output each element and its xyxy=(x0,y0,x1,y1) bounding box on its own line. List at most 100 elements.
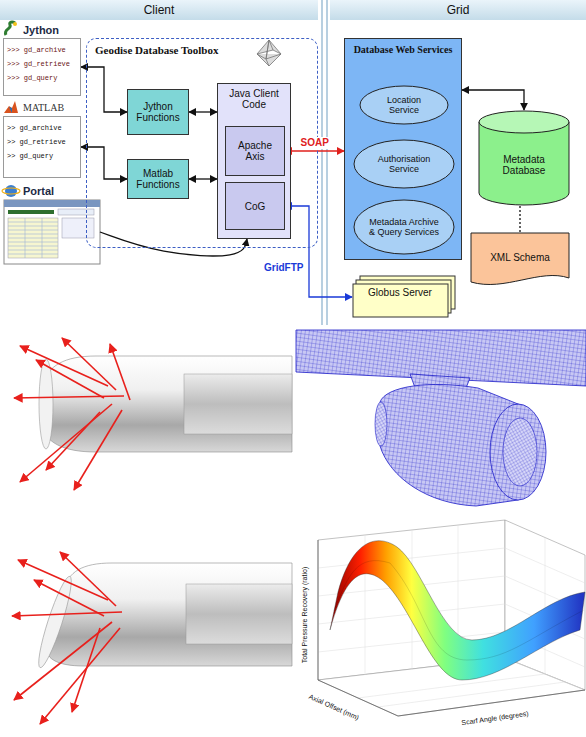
command-line: >>> gd_archive xyxy=(7,43,77,57)
function-box: Matlab Functions xyxy=(127,159,189,199)
cylinder-top xyxy=(479,111,569,133)
pressure-surface xyxy=(330,541,585,680)
inlet-mesh xyxy=(490,404,546,500)
matlab-icon xyxy=(9,107,12,113)
box-label: Apache Axis xyxy=(228,140,282,162)
axis-label: Total Pressure Recovery (ratio) xyxy=(300,567,309,663)
nacelle xyxy=(41,356,292,452)
surface-mesh xyxy=(334,561,582,660)
command-line: >> gd_retrieve xyxy=(7,135,77,149)
connector xyxy=(81,67,127,112)
noise-ray xyxy=(62,338,116,390)
screenshot-title xyxy=(8,210,54,214)
command-line: >> gd_archive xyxy=(7,121,77,135)
toolbox-icon xyxy=(257,40,281,66)
box-label: Java Client Code xyxy=(221,88,287,110)
noise-ray xyxy=(40,628,120,724)
panel-heading: MATLAB xyxy=(4,101,64,115)
header-band: Grid xyxy=(330,0,586,20)
noise-ray xyxy=(14,396,124,398)
box-label: Globus Server xyxy=(368,287,432,298)
noise-ray xyxy=(46,412,100,470)
screenshot-table xyxy=(8,218,58,258)
database-cylinder: Metadata Database xyxy=(478,110,570,206)
library-box: Apache Axis xyxy=(225,126,285,176)
nacelle-inlet xyxy=(39,359,53,449)
nacelle-core xyxy=(186,584,292,644)
noise-ray xyxy=(34,580,104,616)
box-label: Database Web Services xyxy=(349,44,457,55)
noise-ray xyxy=(36,360,104,398)
server-page xyxy=(353,284,448,317)
noise-ray xyxy=(72,628,100,712)
fan-mesh xyxy=(503,418,537,486)
box-label: Matlab Functions xyxy=(130,168,186,190)
box-label: Metadata Database xyxy=(484,154,564,176)
service-ellipse: Authorisation Service xyxy=(353,139,455,189)
box-label: Location Service xyxy=(371,95,437,115)
command-line: >> gd_query xyxy=(7,149,77,163)
noise-ray xyxy=(20,346,108,386)
service-ellipse-shape xyxy=(354,200,454,254)
command-line: >>> gd_retrieve xyxy=(7,57,77,71)
nacelle xyxy=(46,563,292,666)
portal-icon xyxy=(2,188,20,194)
scarfed-nacelle-illustration xyxy=(12,552,292,724)
box-label: Grid xyxy=(447,3,470,17)
box-label: Jython Functions xyxy=(130,101,186,123)
function-box: Jython Functions xyxy=(127,89,189,135)
connector xyxy=(462,90,524,110)
connector xyxy=(189,178,217,179)
noise-ray xyxy=(110,344,130,400)
noise-ray xyxy=(12,612,122,616)
connector-label: GridFTP xyxy=(262,262,305,274)
screenshot-panel xyxy=(62,218,94,238)
service-ellipse-shape xyxy=(360,86,448,124)
nacelle-core xyxy=(184,374,292,434)
connector xyxy=(519,206,520,232)
box-label: CoG xyxy=(245,201,266,212)
separator-line xyxy=(321,0,323,325)
noise-ray xyxy=(74,410,122,490)
box-label: Geodise Database Toolbox xyxy=(95,44,309,56)
library-box: CoG xyxy=(225,182,285,230)
plot-grid xyxy=(318,525,585,707)
box-label: Authorisation Service xyxy=(365,154,443,174)
screenshot-grid xyxy=(8,218,58,258)
noise-ray xyxy=(20,404,112,482)
mesh-illustration xyxy=(296,330,586,506)
toolbox-icon xyxy=(257,40,281,66)
axis-label: Scarf Angle (degrees) xyxy=(461,709,529,727)
connector xyxy=(285,150,344,151)
panel-heading: Jython xyxy=(4,23,59,37)
axis-label: Axial Offset (mm) xyxy=(308,692,361,722)
exhaust-mesh xyxy=(375,402,387,446)
connector xyxy=(189,111,217,112)
box-label: Client xyxy=(144,3,175,17)
server-stack: Globus Server xyxy=(352,276,456,318)
jython-icon xyxy=(13,22,17,26)
plot-axis xyxy=(318,540,585,716)
box-label: XML Schema xyxy=(490,252,550,263)
connector xyxy=(81,147,127,179)
service-group: Database Web ServicesLocation ServiceAut… xyxy=(344,38,462,260)
surface-plot xyxy=(318,520,585,716)
terminal-window: Jython>>> gd_archive>>> gd_retrieve>>> g… xyxy=(3,38,81,96)
connector xyxy=(285,206,352,297)
nacelle-illustration xyxy=(14,338,292,490)
panel-heading: Portal xyxy=(4,184,54,198)
command-line: >>> gd_query xyxy=(7,71,77,85)
noise-ray xyxy=(18,560,108,600)
header-band: Client xyxy=(0,0,318,20)
service-ellipse: Metadata Archive & Query Services xyxy=(353,199,455,255)
cylinder-body xyxy=(479,122,569,205)
connector-label: SOAP xyxy=(299,137,331,149)
portal-icon xyxy=(5,185,17,197)
document-shape xyxy=(471,233,569,284)
service-ellipse-shape xyxy=(354,140,454,188)
terminal-window: MATLAB>> gd_archive>> gd_retrieve>> gd_q… xyxy=(3,116,81,178)
toolbox-group: Geodise Database ToolboxJython Functions… xyxy=(86,38,318,248)
schema-document: XML Schema xyxy=(470,232,570,290)
